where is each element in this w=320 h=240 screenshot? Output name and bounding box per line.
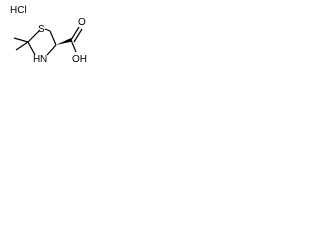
bond-c5-s [44,28,51,32]
bond-c-o-double-2 [73,28,83,43]
carbonyl-oxygen-label: O [78,17,86,28]
salt-label: HCl [10,5,27,16]
bond-c-o-double-1 [70,26,80,41]
bond-c2-methyl-2 [15,41,29,51]
nitrogen-h-label: H [33,54,40,65]
bond-c4-c5 [49,30,57,46]
hydroxyl-label: OH [72,54,87,65]
bond-c2-n [27,41,36,56]
bond-n-c4 [46,44,57,56]
wedge-bond-c4-cooh [56,38,72,45]
bond-c2-methyl-1 [13,37,29,43]
sulfur-atom-label: S [38,24,45,35]
structure-diagram: HCl S H N OH O [10,5,87,65]
bond-c-oh [70,39,77,53]
bond-s-c2 [27,29,41,43]
nitrogen-atom-label: N [40,54,47,65]
